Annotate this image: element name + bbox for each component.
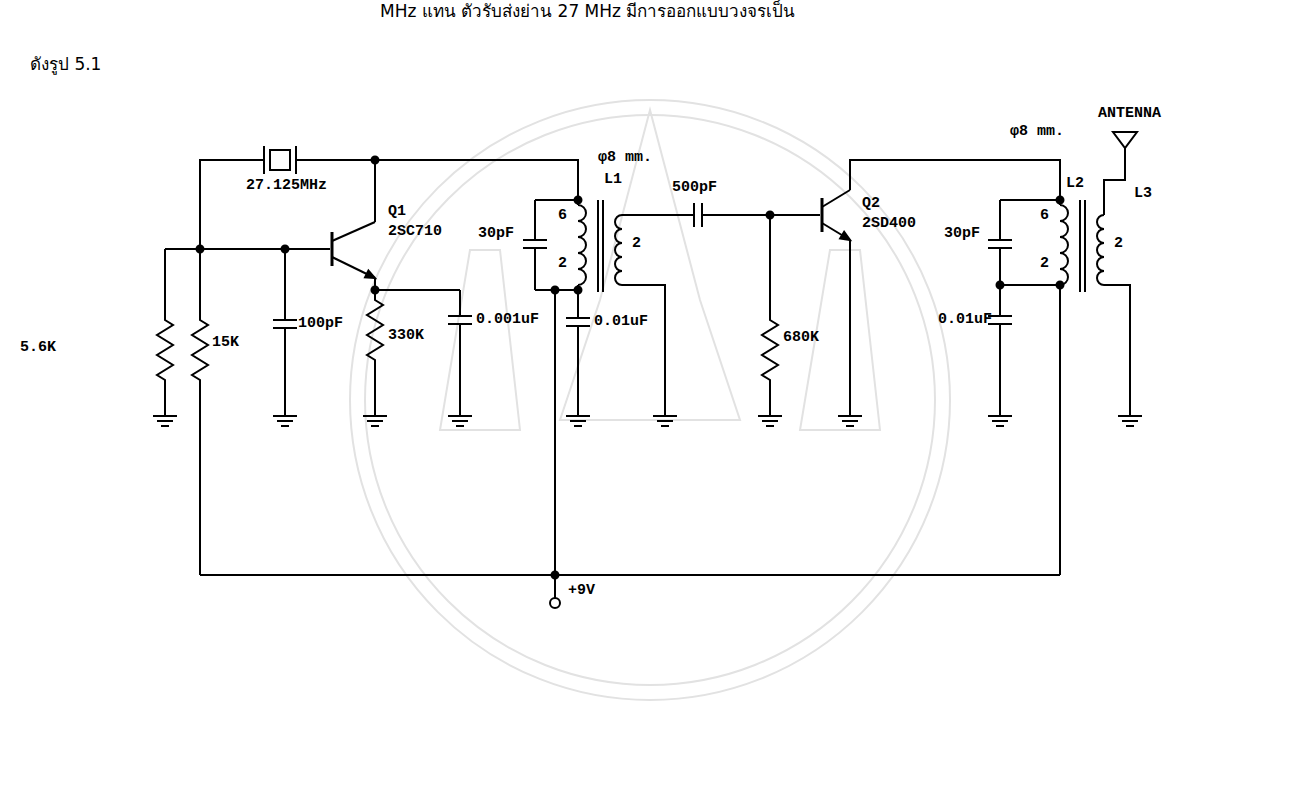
component-label: 0.01uF <box>938 312 992 329</box>
ground-symbol <box>1118 410 1142 426</box>
coil-winding <box>578 205 586 285</box>
ground-symbol <box>758 410 782 426</box>
wire <box>535 199 578 201</box>
component-label: L3 <box>1134 186 1152 203</box>
component-label: 500pF <box>672 180 717 197</box>
watermark <box>350 100 950 700</box>
wire <box>1059 285 1061 575</box>
component-label: L1 <box>604 172 622 189</box>
wire <box>849 240 851 410</box>
component-label: 2 <box>1040 256 1049 273</box>
resistor-symbol <box>157 249 173 410</box>
ground-symbol <box>988 410 1012 426</box>
capacitor-symbol <box>273 249 297 410</box>
component-label: 330K <box>388 328 424 345</box>
ground-symbol <box>838 410 862 426</box>
component-label: ANTENNA <box>1098 106 1161 123</box>
coil-winding <box>615 215 622 285</box>
crystal-symbol <box>264 146 296 174</box>
wire <box>375 278 460 290</box>
wire <box>1000 199 1060 201</box>
component-label: φ8 mm. <box>598 150 652 167</box>
body-text: ดังรูป 5.1 <box>30 55 101 74</box>
transistor-symbol <box>822 190 850 240</box>
component-label: 6 <box>1040 208 1049 225</box>
transistor-symbol <box>332 222 375 278</box>
body-text: MHz แทน ตัวรับส่งย่าน 27 MHz มีการออกแบบ… <box>380 2 795 21</box>
component-label: φ8 mm. <box>1010 124 1064 141</box>
component-label: 15K <box>212 335 239 352</box>
transformer-core <box>1080 200 1085 292</box>
capacitor-symbol <box>988 285 1012 410</box>
ground-symbol <box>363 410 387 426</box>
ground-symbol <box>653 410 677 426</box>
wire <box>200 160 264 249</box>
coil-winding <box>1060 205 1068 285</box>
wire <box>200 574 1060 576</box>
ground-symbol <box>273 410 297 426</box>
component-label: 680K <box>783 330 819 347</box>
component-label: 2SD400 <box>862 216 916 233</box>
ground-symbol <box>153 410 177 426</box>
junction-dot <box>575 197 582 204</box>
wire <box>850 160 1060 205</box>
ground-symbol <box>448 410 472 426</box>
component-label: 2 <box>632 236 641 253</box>
component-label: 30pF <box>478 226 514 243</box>
wire <box>1000 284 1060 286</box>
capacitor-symbol <box>622 203 820 227</box>
component-label: +9V <box>568 583 595 600</box>
wire <box>622 285 665 410</box>
resistor-symbol <box>192 249 208 575</box>
component-label: 2 <box>558 256 567 273</box>
component-label: 6 <box>558 208 567 225</box>
coil-winding <box>1097 215 1104 285</box>
wire <box>1104 148 1125 215</box>
capacitor-symbol <box>448 290 472 410</box>
capacitor-symbol <box>988 200 1012 285</box>
component-label: Q1 <box>388 204 406 221</box>
resistor-symbol <box>367 290 383 410</box>
capacitor-symbol <box>523 200 547 290</box>
component-label: 2 <box>1114 236 1123 253</box>
wire <box>165 248 330 250</box>
wire <box>1104 285 1130 410</box>
supply-terminal <box>550 598 560 608</box>
wire <box>374 160 376 222</box>
component-label: 27.125MHz <box>246 178 327 195</box>
component-label: L2 <box>1066 176 1084 193</box>
junction-dot <box>1057 197 1064 204</box>
component-label: 0.001uF <box>476 312 539 329</box>
ground-symbol <box>566 410 590 426</box>
component-label: Q2 <box>862 196 880 213</box>
transformer-core <box>598 200 603 292</box>
component-label: 0.01uF <box>594 314 648 331</box>
wire <box>554 290 556 598</box>
component-label: 5.6K <box>20 340 56 357</box>
resistor-symbol <box>762 215 778 410</box>
component-label: 30pF <box>944 226 980 243</box>
component-label: 2SC710 <box>388 224 442 241</box>
antenna-symbol <box>1113 132 1137 148</box>
component-label: 100pF <box>298 316 343 333</box>
wire <box>296 160 578 205</box>
capacitor-symbol <box>566 290 590 410</box>
